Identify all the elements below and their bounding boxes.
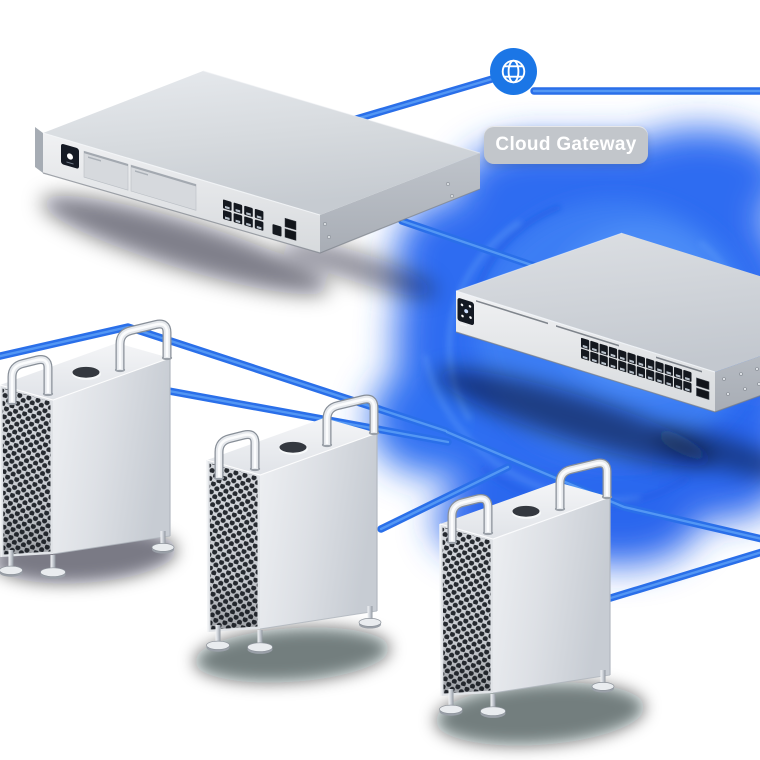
- globe-icon: [501, 59, 526, 84]
- switch-device: [455, 232, 760, 413]
- switch-end-panel: [715, 356, 760, 412]
- cloud-gateway-label: Cloud Gateway: [484, 126, 648, 164]
- switch-display-dots: [460, 303, 472, 319]
- network-cables: [0, 75, 760, 604]
- gateway-screws: [323, 182, 454, 239]
- gateway-end-panel: [320, 153, 480, 253]
- cloud-gateway-device: [35, 70, 481, 254]
- switch-ethernet-ports: [581, 337, 692, 393]
- switch-vent-grooves: [476, 300, 702, 373]
- gateway-wan-port: [272, 224, 282, 237]
- globe-badge: [490, 48, 537, 95]
- gateway-display-dot: [67, 153, 73, 160]
- gateway-left-cap: [35, 127, 43, 173]
- gateway-top-panel: [43, 71, 480, 215]
- internet-node: [490, 48, 537, 95]
- gateway-lan-ports: [223, 199, 264, 231]
- gateway-sfp-ports: [284, 217, 297, 241]
- workstation-tower-3: [440, 463, 615, 718]
- switch-screws: [722, 367, 760, 396]
- switch-sfp-ports: [696, 377, 710, 400]
- switch-top-panel: [456, 233, 760, 372]
- workstation-tower-2: [207, 399, 382, 654]
- gateway-drive-bays: [83, 150, 197, 211]
